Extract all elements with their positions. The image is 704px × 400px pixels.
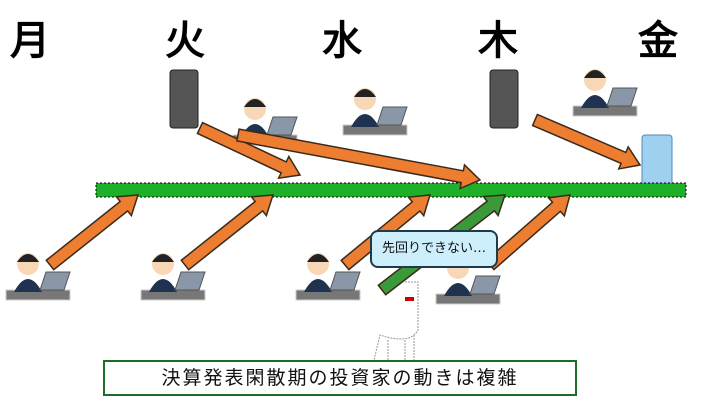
- arrow-fri: [531, 113, 642, 170]
- arrow-mon: [45, 194, 140, 271]
- happy-building-fri: [641, 134, 673, 186]
- timeline-bar: [95, 182, 687, 198]
- running-worker-fri: [572, 69, 638, 117]
- day-label-fri: 金: [638, 18, 678, 64]
- day-label-wed: 水: [322, 18, 362, 64]
- alpaca-illustration: [373, 281, 419, 361]
- sad-building-tue: [169, 69, 199, 129]
- arrow-tue: [180, 194, 275, 271]
- day-label-tue: 火: [165, 18, 205, 64]
- office-worker-wed-top: [342, 88, 408, 136]
- office-worker-tue: [140, 253, 206, 301]
- sad-building-thu: [489, 69, 519, 129]
- day-label-thu: 木: [478, 18, 518, 64]
- speech-bubble: 先回りできない…: [370, 230, 498, 268]
- day-label-mon: 月: [10, 18, 50, 64]
- arrow-tue-run: [196, 121, 302, 180]
- office-worker-wed: [295, 253, 361, 301]
- caption-box: 決算発表閑散期の投資家の動きは複雑: [103, 360, 577, 396]
- arrow-long: [236, 128, 482, 190]
- office-worker-mon: [5, 253, 71, 301]
